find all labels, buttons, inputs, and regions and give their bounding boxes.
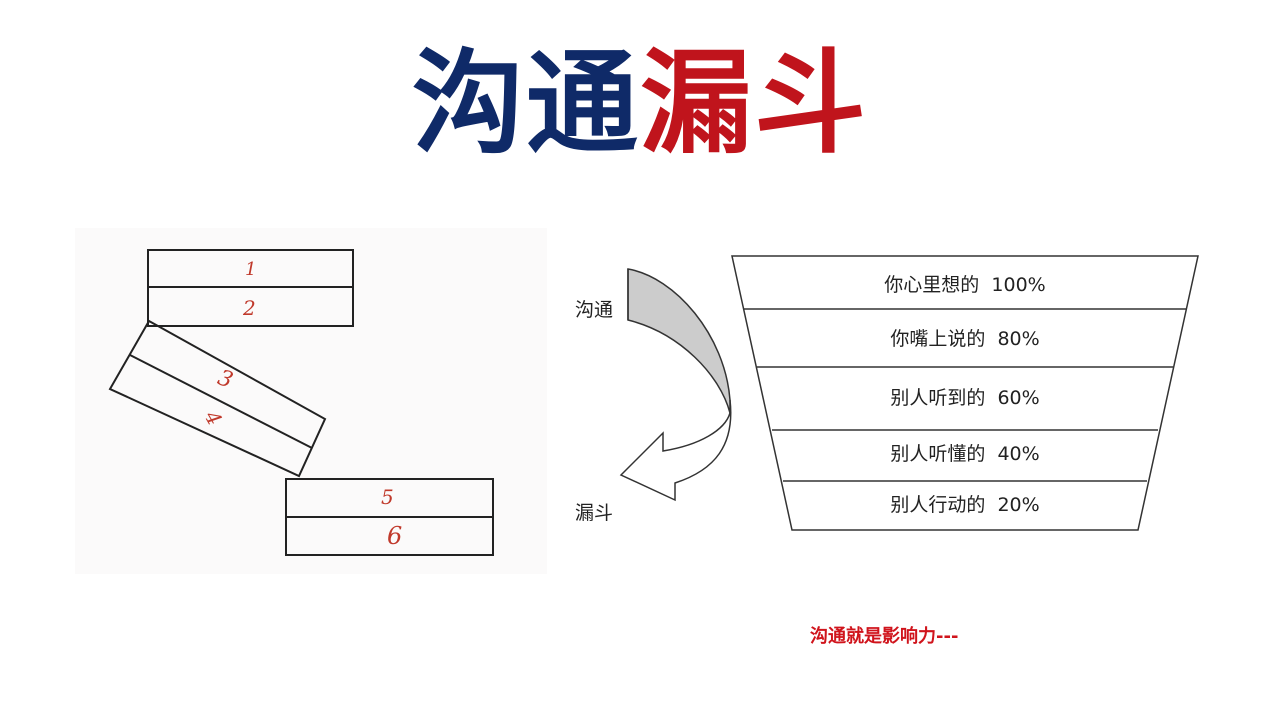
funnel-row-3: 别人听到的 60% (890, 387, 1040, 409)
funnel-row-5: 别人行动的 20% (890, 494, 1040, 516)
communication-funnel: 你心里想的 100% 你嘴上说的 80% 别人听到的 60% 别人听懂的 40%… (730, 254, 1200, 534)
sketch-label-2: 2 (243, 296, 256, 320)
funnel-row-1: 你心里想的 100% (884, 274, 1046, 296)
curved-arrow-diagram: 沟通 漏斗 (565, 255, 740, 555)
funnel-row-2: 你嘴上说的 80% (890, 328, 1040, 350)
slide-title: 沟通漏斗 (0, 34, 1280, 174)
title-part-funnel: 漏斗 (640, 38, 868, 169)
funnel-outline (731, 255, 1199, 531)
sketch-block-middle (108, 319, 327, 478)
title-part-communication: 沟通 (412, 38, 640, 169)
caption: 沟通就是影响力--- (810, 626, 959, 647)
sketch-drawing (108, 249, 494, 556)
curved-arrow-icon (619, 268, 732, 502)
arrow-top-label: 沟通 (575, 299, 614, 321)
arrow-shaded-part (627, 268, 731, 414)
sketch-label-1: 1 (245, 259, 257, 280)
sketch-block-middle-divider (129, 354, 313, 449)
sketch-label-6: 6 (387, 522, 403, 550)
hand-drawn-sketch: 1 2 3 4 5 6 (75, 228, 547, 574)
arrow-body (619, 399, 732, 502)
sketch-label-5: 5 (381, 485, 394, 509)
funnel-row-4: 别人听懂的 40% (890, 443, 1040, 465)
arrow-bottom-label: 漏斗 (575, 502, 614, 524)
